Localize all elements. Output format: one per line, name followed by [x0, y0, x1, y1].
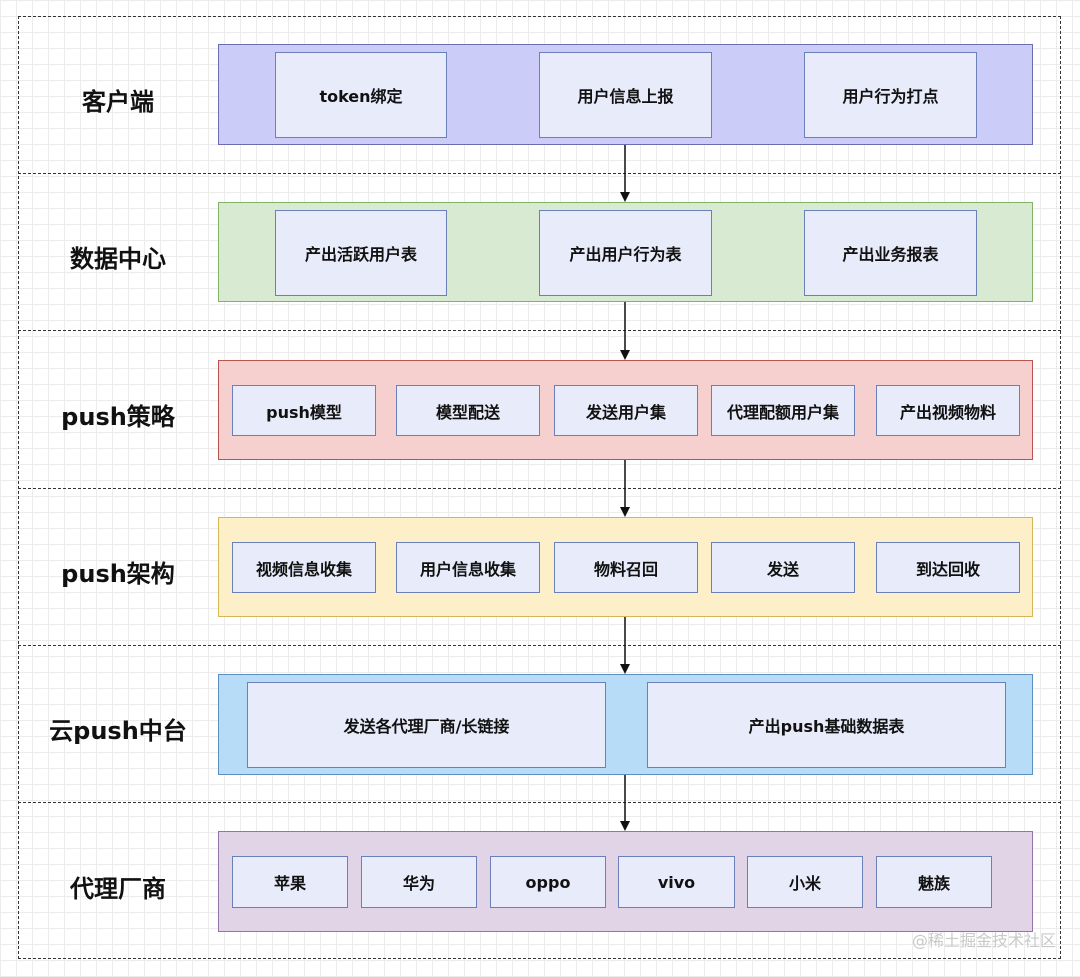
node-user-behavior-tracking: 用户行为打点: [804, 52, 977, 138]
layer-divider-3: [18, 488, 1061, 489]
node-send: 发送: [711, 542, 855, 593]
layer-label-push-strategy: push策略: [61, 403, 175, 431]
layer-label-data-center: 数据中心: [70, 245, 166, 273]
layer-panel-push-architecture: 视频信息收集 用户信息收集 物料召回 发送 到达回收: [218, 517, 1033, 617]
node-send-vendor-long-link: 发送各代理厂商/长链接: [247, 682, 606, 768]
node-push-model: push模型: [232, 385, 376, 436]
layer-panel-cloud-push-platform: 发送各代理厂商/长链接 产出push基础数据表: [218, 674, 1033, 775]
watermark: @稀土掘金技术社区: [911, 931, 1056, 950]
layer-divider-4: [18, 645, 1061, 646]
layer-label-push-architecture: push架构: [61, 560, 175, 588]
node-push-base-data-table: 产出push基础数据表: [647, 682, 1006, 768]
node-material-recall: 物料召回: [554, 542, 698, 593]
layer-panel-vendors: 苹果 华为 oppo vivo 小米 魅族: [218, 831, 1033, 932]
node-vendor-quota-user-set: 代理配额用户集: [711, 385, 855, 436]
layer-panel-client: token绑定 用户信息上报 用户行为打点: [218, 44, 1033, 145]
node-user-info-report: 用户信息上报: [539, 52, 712, 138]
layer-panel-data-center: 产出活跃用户表 产出用户行为表 产出业务报表: [218, 202, 1033, 302]
node-token-bind: token绑定: [275, 52, 447, 138]
node-vendor-huawei: 华为: [361, 856, 477, 908]
node-vendor-meizu: 魅族: [876, 856, 992, 908]
node-vendor-xiaomi: 小米: [747, 856, 863, 908]
node-user-behavior-table: 产出用户行为表: [539, 210, 712, 296]
layer-divider-2: [18, 330, 1061, 331]
node-video-material: 产出视频物料: [876, 385, 1020, 436]
diagram-frame: [18, 16, 1061, 959]
node-model-dispatch: 模型配送: [396, 385, 540, 436]
layer-divider-5: [18, 802, 1061, 803]
layer-divider-1: [18, 173, 1061, 174]
layer-label-client: 客户端: [82, 88, 154, 116]
layer-label-cloud-push-platform: 云push中台: [49, 717, 187, 745]
node-send-user-set: 发送用户集: [554, 385, 698, 436]
layer-panel-push-strategy: push模型 模型配送 发送用户集 代理配额用户集 产出视频物料: [218, 360, 1033, 460]
layer-label-vendors: 代理厂商: [70, 875, 166, 903]
node-vendor-oppo: oppo: [490, 856, 606, 908]
node-video-info-collect: 视频信息收集: [232, 542, 376, 593]
node-vendor-vivo: vivo: [618, 856, 735, 908]
node-vendor-apple: 苹果: [232, 856, 348, 908]
node-user-info-collect: 用户信息收集: [396, 542, 540, 593]
node-business-report: 产出业务报表: [804, 210, 977, 296]
node-arrival-receipt: 到达回收: [876, 542, 1020, 593]
node-active-user-table: 产出活跃用户表: [275, 210, 447, 296]
